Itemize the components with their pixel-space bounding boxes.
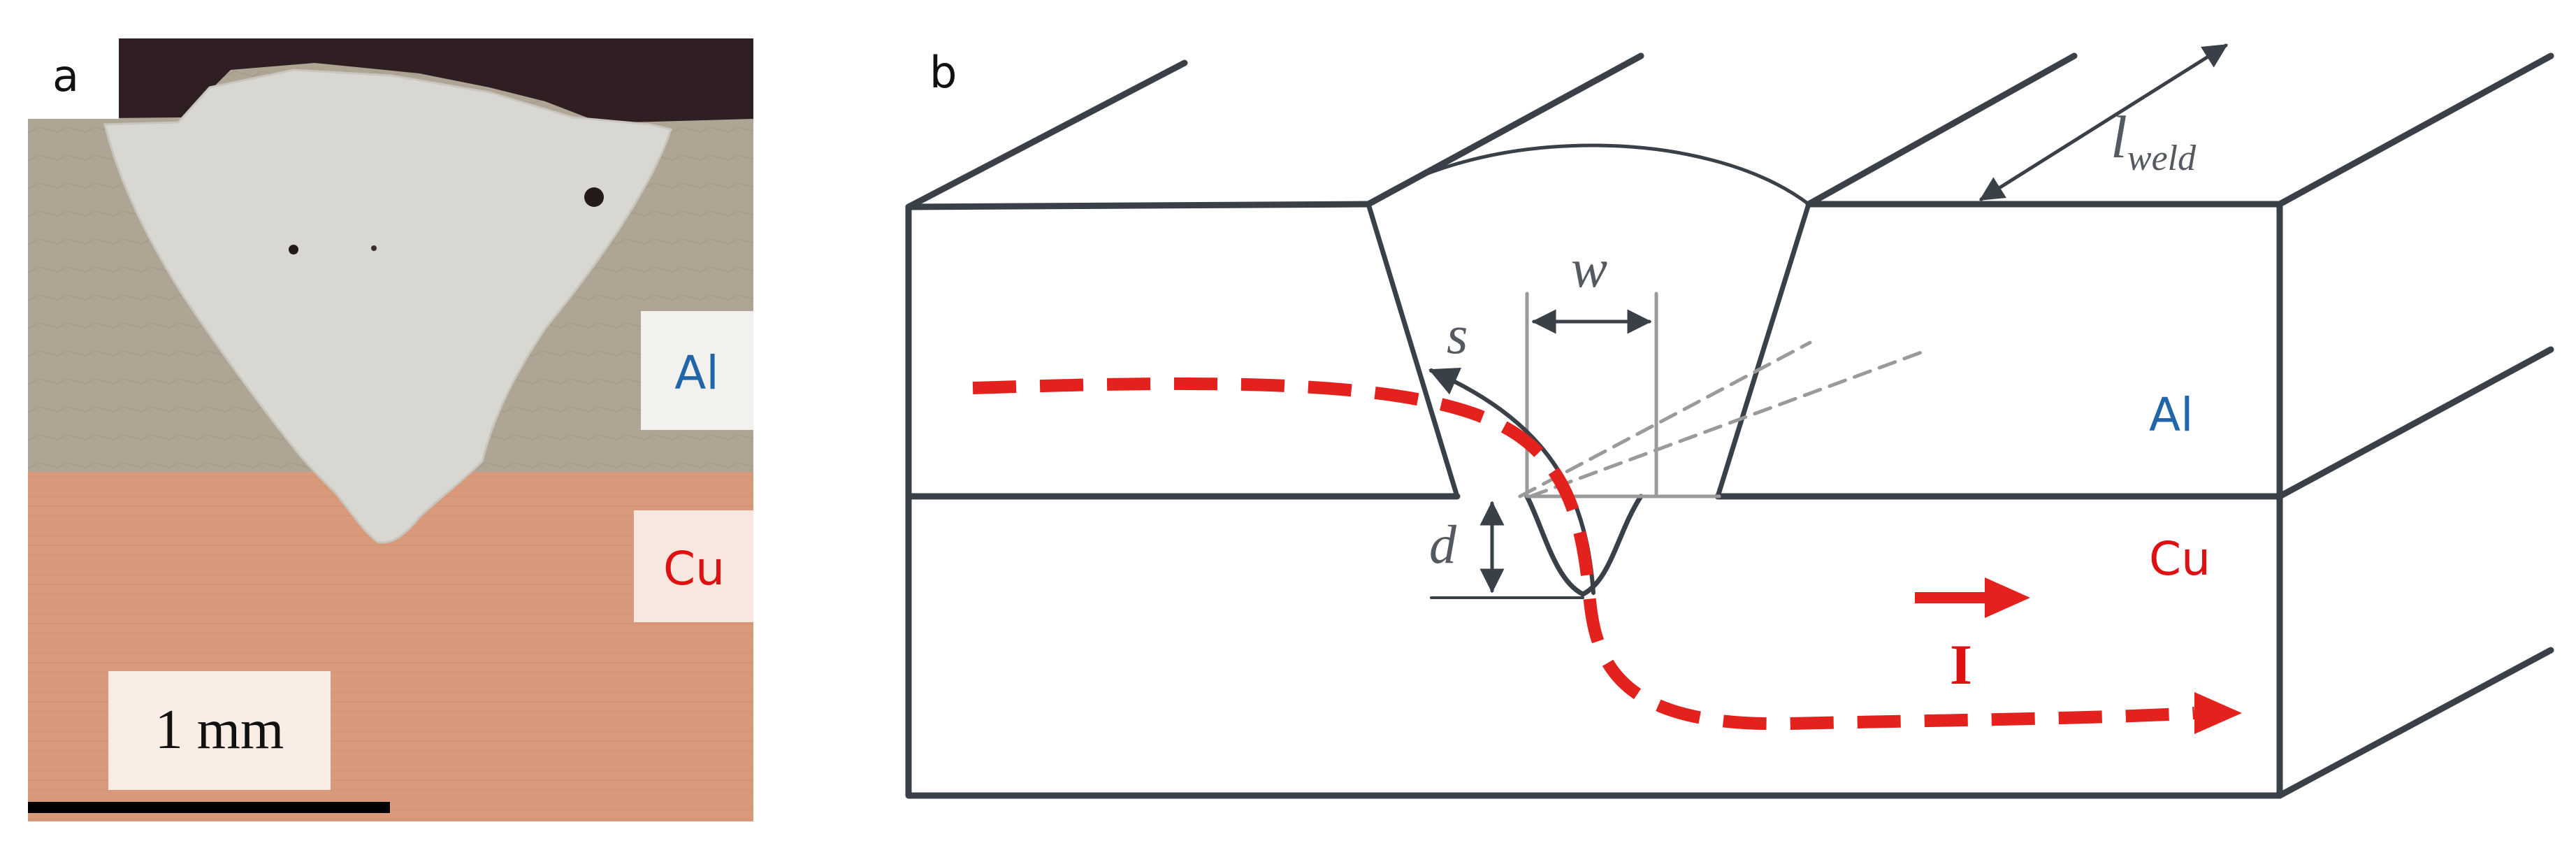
weld-crown xyxy=(1366,143,1811,206)
al-label-box xyxy=(641,311,753,430)
current-path xyxy=(972,377,2242,734)
scale-bar xyxy=(28,802,390,813)
top-void xyxy=(28,38,753,122)
depth-label: d xyxy=(1429,514,1457,575)
weld-length-symbol: l xyxy=(2111,103,2127,171)
pore xyxy=(289,245,298,254)
weld-length-dimension xyxy=(1979,43,2228,201)
path-length-label: s xyxy=(1447,304,1468,365)
pore xyxy=(371,245,377,251)
al-label: Al xyxy=(674,346,719,400)
panel-a-letter: a xyxy=(52,50,79,101)
current-arrowhead xyxy=(2194,692,2242,734)
current-direction-arrowhead xyxy=(1985,577,2030,618)
weld-root xyxy=(1524,494,1644,597)
panel-b-letter: b xyxy=(929,47,957,98)
scale-bar-label-box xyxy=(108,671,331,790)
panel-a-letter-box xyxy=(28,38,119,119)
al-schematic-label: Al xyxy=(2149,388,2194,442)
width-reference-lines xyxy=(1525,292,1721,498)
pore-large xyxy=(584,187,604,207)
panel-b-schematic: b xyxy=(905,43,2554,799)
block-front-face xyxy=(905,201,2283,799)
current-label: I xyxy=(1950,633,1972,696)
cu-label-box xyxy=(634,510,753,622)
weld-length-subscript: weld xyxy=(2127,138,2197,178)
weld-length-label: lweld xyxy=(2111,103,2197,178)
weld-sides xyxy=(1366,201,1811,499)
cu-schematic-label: Cu xyxy=(2149,532,2210,586)
scale-bar-label: 1 mm xyxy=(155,699,284,761)
current-path-line xyxy=(972,377,2195,731)
projection-lines xyxy=(1518,340,1931,498)
width-label: w xyxy=(1571,238,1607,299)
panel-a-micrograph: Al Cu 1 mm xyxy=(28,38,753,821)
weld-nugget xyxy=(103,69,672,544)
cu-label: Cu xyxy=(663,542,725,596)
